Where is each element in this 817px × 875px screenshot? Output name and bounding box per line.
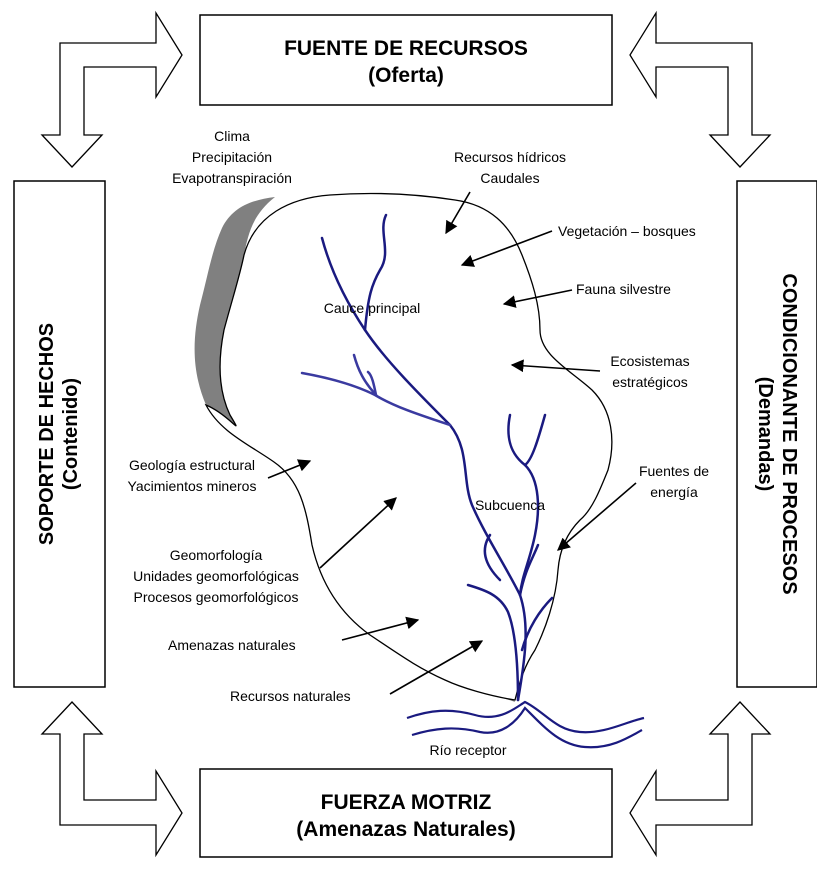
arrow-fauna: [502, 289, 573, 308]
left-box: [13, 180, 106, 688]
bottom-box-subtitle: (Amenazas Naturales): [296, 818, 515, 841]
label-fauna: Fauna silvestre: [576, 281, 671, 297]
tributary-right-1: [507, 413, 540, 597]
arrow-ecosistemas: [510, 359, 601, 373]
label-evapotranspiracion: Evapotranspiración: [172, 170, 292, 186]
top-box: [199, 14, 613, 106]
label-recursos-hidricos: Recursos hídricos: [454, 149, 566, 165]
tributary-lower-right-2: [518, 543, 540, 597]
label-yacimientos: Yacimientos mineros: [128, 478, 257, 494]
bottom-box: [199, 768, 613, 858]
label-recursos-naturales: Recursos naturales: [230, 688, 351, 704]
arrow-geologia: [267, 459, 312, 479]
label-amenazas: Amenazas naturales: [168, 637, 296, 653]
label-vegetacion: Vegetación – bosques: [558, 223, 696, 239]
right-box: [736, 180, 817, 688]
tributary-right-2: [523, 413, 547, 467]
arrow-top-left: [40, 10, 183, 168]
left-box-subtitle: (Contenido): [60, 378, 82, 490]
label-unidades: Unidades geomorfológicas: [133, 568, 299, 584]
right-box-title: CONDICIONANTE DE PROCESOS: [778, 273, 800, 594]
label-energia: energía: [650, 484, 698, 500]
label-rio-receptor: Río receptor: [429, 742, 506, 758]
tributary-left-small: [352, 353, 378, 397]
label-estrategicos: estratégicos: [612, 374, 687, 390]
arrow-bottom-left: [40, 701, 183, 858]
label-fuentes: Fuentes de: [639, 463, 709, 479]
arrow-recursos-hidricos: [445, 191, 471, 235]
arrow-amenazas: [341, 616, 420, 641]
label-subcuenca: Subcuenca: [475, 497, 545, 513]
label-caudales: Caudales: [480, 170, 539, 186]
river-network: [300, 213, 554, 702]
arrow-bottom-right: [629, 701, 772, 858]
arrow-fuentes: [557, 482, 637, 551]
tributary-left-small2: [366, 370, 378, 397]
tributary-lower-left-2: [483, 533, 502, 582]
left-box-title: SOPORTE DE HECHOS: [36, 323, 58, 545]
receiving-river: [406, 700, 645, 749]
label-procesos: Procesos geomorfológicos: [134, 589, 299, 605]
arrow-recursos-naturales: [389, 640, 484, 695]
right-box-subtitle: (Demandas): [754, 377, 776, 491]
label-cauce-principal: Cauce principal: [324, 300, 421, 316]
bottom-box-title: FUERZA MOTRIZ: [321, 791, 492, 814]
tributary-lower-right: [520, 596, 554, 652]
label-precipitacion: Precipitación: [192, 149, 272, 165]
watershed-basin: [204, 192, 613, 701]
arrow-geomorfologia: [319, 497, 397, 569]
top-box-subtitle: (Oferta): [368, 64, 444, 87]
label-ecosistemas: Ecosistemas: [610, 353, 689, 369]
arrow-vegetacion: [460, 230, 553, 267]
tributary-lower-left: [466, 583, 520, 702]
label-clima: Clima: [214, 128, 250, 144]
pointer-arrows: [267, 191, 637, 695]
main-channel: [320, 236, 527, 702]
top-box-title: FUENTE DE RECURSOS: [284, 37, 528, 60]
tributary-top: [363, 213, 388, 332]
label-geologia: Geología estructural: [129, 457, 255, 473]
label-geomorfologia: Geomorfología: [170, 547, 263, 563]
arrow-top-right: [629, 10, 772, 168]
